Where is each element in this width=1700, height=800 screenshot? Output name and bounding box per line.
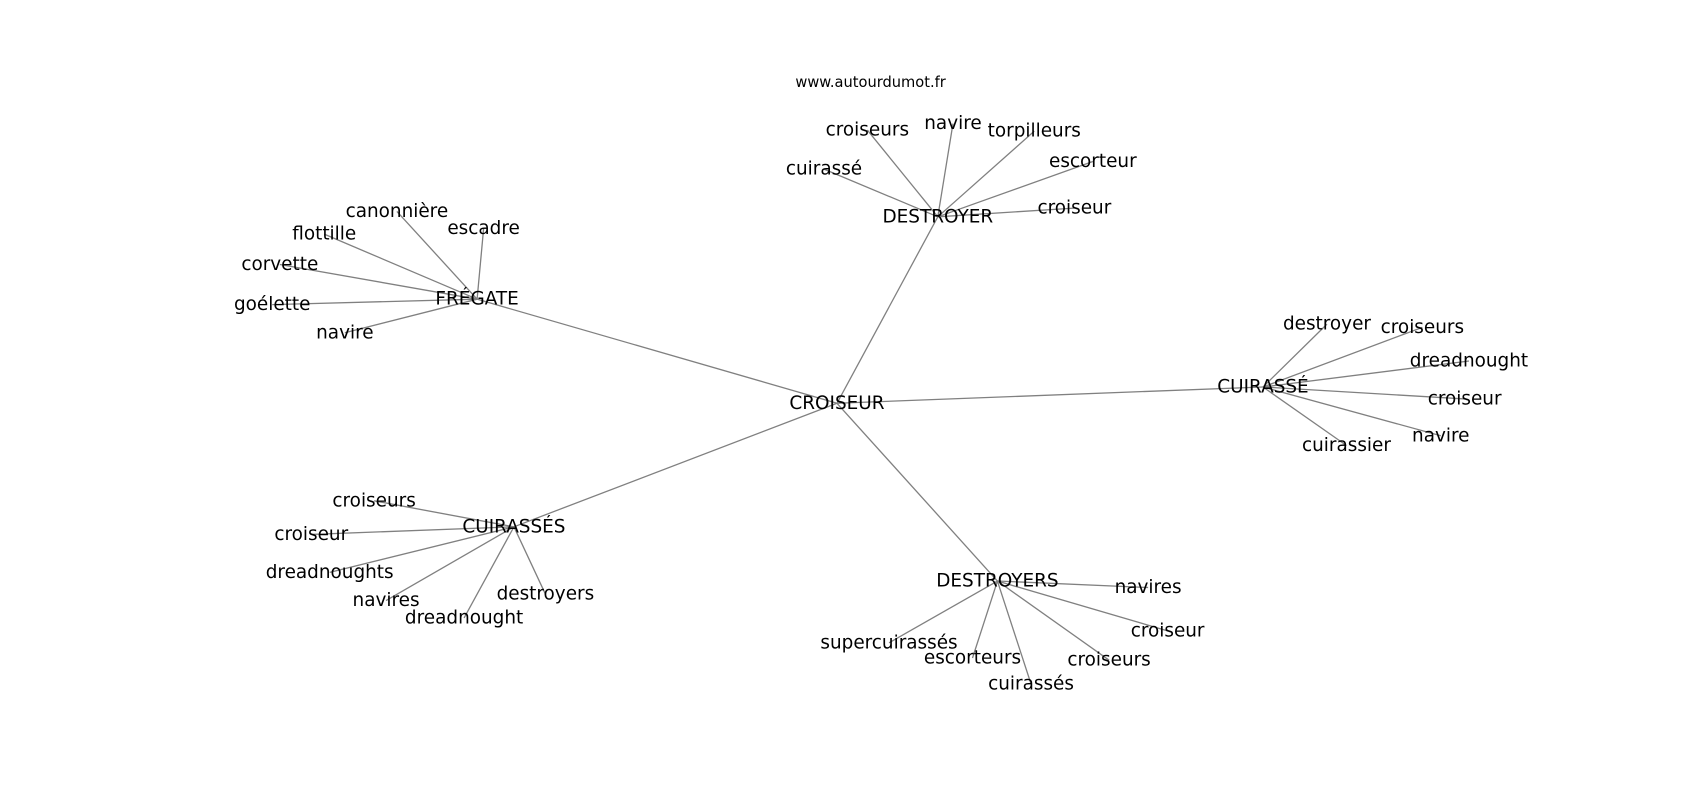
node-label-c3: dreadnought <box>1410 350 1528 371</box>
edge-cuirasse_h-c6 <box>1262 386 1347 447</box>
edge-cuirasse_h-c3 <box>1262 360 1470 388</box>
node-label-s3: dreadnoughts <box>266 562 394 583</box>
edge-fregate_h-f3 <box>324 233 478 300</box>
node-label-fregate_h: FRÉGATE <box>435 288 518 310</box>
edges-layer <box>272 123 1470 685</box>
edge-destroyer_h-d2 <box>937 123 954 217</box>
edge-cuirasses_h-s1 <box>374 500 515 528</box>
edge-cuirasse_h-c2 <box>1262 326 1423 388</box>
labels-layer: CROISEUR DESTROYER FRÉGATE CUIRASSÉ CUIRASSÉ… <box>234 113 1528 694</box>
edge-destroyers_h-r4 <box>996 580 1032 685</box>
edge-destroyers_h-r1 <box>997 580 1149 589</box>
edge-fregate_h-f2 <box>476 228 485 300</box>
node-label-c6: cuirassier <box>1302 435 1391 456</box>
edge-cuirasses_h-s5 <box>463 526 515 619</box>
node-label-s1: croiseurs <box>332 490 415 511</box>
node-label-s2: croiseur <box>274 524 348 545</box>
edge-destroyers_h-r3 <box>997 580 1110 661</box>
edge-croiseur_c-destroyers_h <box>836 402 998 582</box>
edge-fregate_h-f5 <box>272 298 478 306</box>
node-label-s4: navires <box>353 590 420 611</box>
edge-destroyer_h-d6 <box>823 168 939 218</box>
edge-fregate_h-f1 <box>396 210 478 300</box>
node-label-croiseur_c: CROISEUR <box>789 393 884 414</box>
node-label-d3: torpilleurs <box>988 121 1081 142</box>
edge-destroyers_h-r2 <box>997 580 1168 632</box>
edge-destroyers_h-r6 <box>888 580 998 644</box>
edge-croiseur_c-destroyer_h <box>836 216 939 404</box>
node-label-c2: croiseurs <box>1381 317 1464 338</box>
node-label-d1: croiseurs <box>826 120 909 141</box>
node-label-s6: destroyers <box>497 584 595 605</box>
node-label-f4: corvette <box>241 254 318 275</box>
node-label-f2: escadre <box>447 218 519 239</box>
edge-destroyer_h-d4 <box>937 160 1094 218</box>
node-label-f5: goélette <box>234 294 310 315</box>
node-label-d4: escorteur <box>1049 151 1137 172</box>
edge-fregate_h-f4 <box>279 263 478 300</box>
node-label-f6: navire <box>316 322 373 343</box>
node-label-destroyer_h: DESTROYER <box>882 206 993 227</box>
node-label-d5: croiseur <box>1037 198 1111 219</box>
edge-croiseur_c-cuirasses_h <box>513 402 838 528</box>
node-label-f1: canonnière <box>346 201 449 222</box>
node-label-r4: cuirassés <box>988 674 1074 695</box>
edge-croiseur_c-fregate_h <box>476 298 838 404</box>
node-label-r3: croiseurs <box>1067 650 1150 671</box>
node-label-cuirasse_h: CUIRASSÉ <box>1217 375 1308 397</box>
node-label-c4: croiseur <box>1428 388 1502 409</box>
edge-destroyer_h-d5 <box>937 207 1075 218</box>
edge-destroyer_h-d1 <box>866 129 939 218</box>
edge-destroyer_h-d3 <box>937 130 1035 218</box>
edge-cuirasses_h-s2 <box>311 526 514 536</box>
node-label-destroyers_h: DESTROYERS <box>936 571 1058 592</box>
node-label-r1: navires <box>1115 577 1182 598</box>
edge-cuirasse_h-c1 <box>1262 323 1328 388</box>
node-label-d2: navire <box>924 113 981 134</box>
edge-cuirasses_h-s4 <box>385 526 515 602</box>
node-label-cuirasses_h: CUIRASSÉS <box>462 515 565 537</box>
watermark: www.autourdumot.fr <box>795 74 946 91</box>
edge-cuirasses_h-s6 <box>513 526 546 595</box>
edge-fregate_h-f6 <box>344 298 478 334</box>
node-label-c1: destroyer <box>1283 314 1371 335</box>
node-label-r6: supercuirassés <box>820 632 957 653</box>
node-label-d6: cuirassé <box>786 159 862 180</box>
edge-cuirasse_h-c4 <box>1262 386 1465 400</box>
edge-cuirasses_h-s3 <box>329 526 515 573</box>
node-label-s5: dreadnought <box>405 607 523 628</box>
node-label-f3: flottille <box>292 224 356 245</box>
edge-destroyers_h-r5 <box>971 580 999 659</box>
edge-cuirasse_h-c5 <box>1262 386 1441 437</box>
node-label-c5: navire <box>1412 425 1469 446</box>
node-label-r2: croiseur <box>1131 620 1205 641</box>
edge-croiseur_c-cuirasse_h <box>836 386 1264 404</box>
node-label-r5: escorteurs <box>924 647 1021 668</box>
